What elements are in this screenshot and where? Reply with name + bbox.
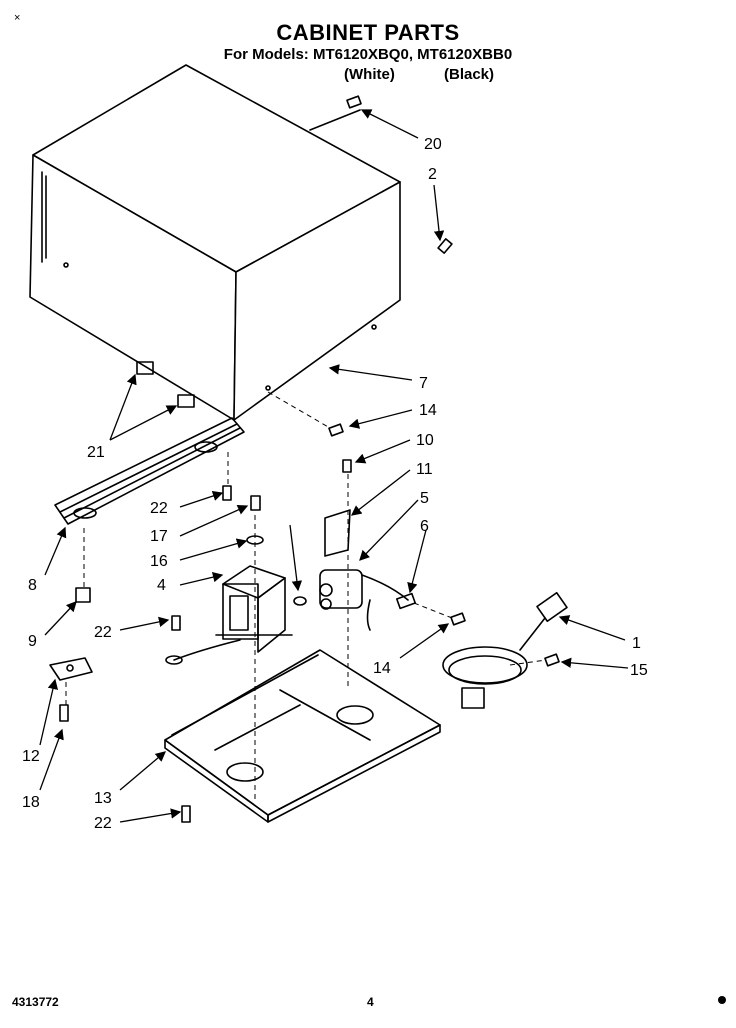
callout-11: 11 bbox=[416, 461, 433, 478]
callout-4: 4 bbox=[157, 577, 166, 594]
callout-8: 8 bbox=[28, 577, 37, 594]
corner-dot bbox=[718, 996, 726, 1004]
screw-18 bbox=[59, 704, 69, 722]
plug-22 bbox=[293, 596, 307, 606]
screw-14-upper bbox=[328, 423, 344, 437]
screw-19 bbox=[346, 95, 362, 109]
foot-20b bbox=[177, 394, 195, 408]
callout-21-base: 22 bbox=[94, 815, 112, 832]
screw-21-base bbox=[181, 805, 191, 823]
screw-21-rail bbox=[222, 485, 232, 501]
variant-white-label: (White) bbox=[344, 66, 395, 83]
callout-14-upper: 14 bbox=[419, 402, 437, 419]
callout-20: 21 bbox=[87, 444, 105, 461]
screw-15 bbox=[544, 653, 560, 667]
screw-2 bbox=[437, 238, 453, 254]
callout-21-transformer: 22 bbox=[94, 624, 112, 641]
callout-18: 18 bbox=[22, 794, 40, 811]
corner-mark: × bbox=[14, 12, 21, 24]
callout-15: 15 bbox=[630, 662, 648, 679]
variant-black-label: (Black) bbox=[444, 66, 495, 83]
callout-6: 6 bbox=[420, 518, 429, 535]
screw-17 bbox=[250, 495, 261, 511]
support-rail bbox=[54, 417, 245, 525]
transformer bbox=[165, 565, 293, 665]
callout-16: 16 bbox=[150, 553, 168, 570]
power-cord bbox=[442, 591, 568, 709]
capacitor-assembly bbox=[319, 509, 417, 631]
foot-20a bbox=[136, 361, 154, 375]
nut-9 bbox=[75, 587, 91, 603]
callout-13: 13 bbox=[94, 790, 112, 807]
screw-21-transformer bbox=[171, 615, 181, 631]
model-list: For Models: MT6120XBQ0, MT6120XBB0 bbox=[223, 46, 513, 63]
callout-10: 10 bbox=[416, 432, 434, 449]
document-number: 4313772 bbox=[12, 995, 59, 1009]
screw-14-lower bbox=[450, 612, 466, 626]
callout-9: 9 bbox=[28, 633, 37, 650]
callout-2: 2 bbox=[428, 166, 437, 183]
screw-10 bbox=[342, 459, 352, 473]
callout-1: 1 bbox=[632, 635, 641, 652]
base-plate bbox=[164, 649, 441, 823]
callout-19: 20 bbox=[424, 136, 442, 153]
callout-14-lower: 14 bbox=[373, 660, 391, 677]
page-number: 4 bbox=[367, 995, 374, 1009]
page-title: CABINET PARTS bbox=[276, 20, 460, 45]
callout-21-rail: 22 bbox=[150, 500, 168, 517]
cabinet-wrapper bbox=[29, 64, 401, 421]
callout-12: 12 bbox=[22, 748, 40, 765]
callout-7: 7 bbox=[419, 375, 428, 392]
callout-5: 5 bbox=[420, 490, 429, 507]
callout-17: 17 bbox=[150, 528, 168, 545]
latch bbox=[49, 657, 93, 681]
